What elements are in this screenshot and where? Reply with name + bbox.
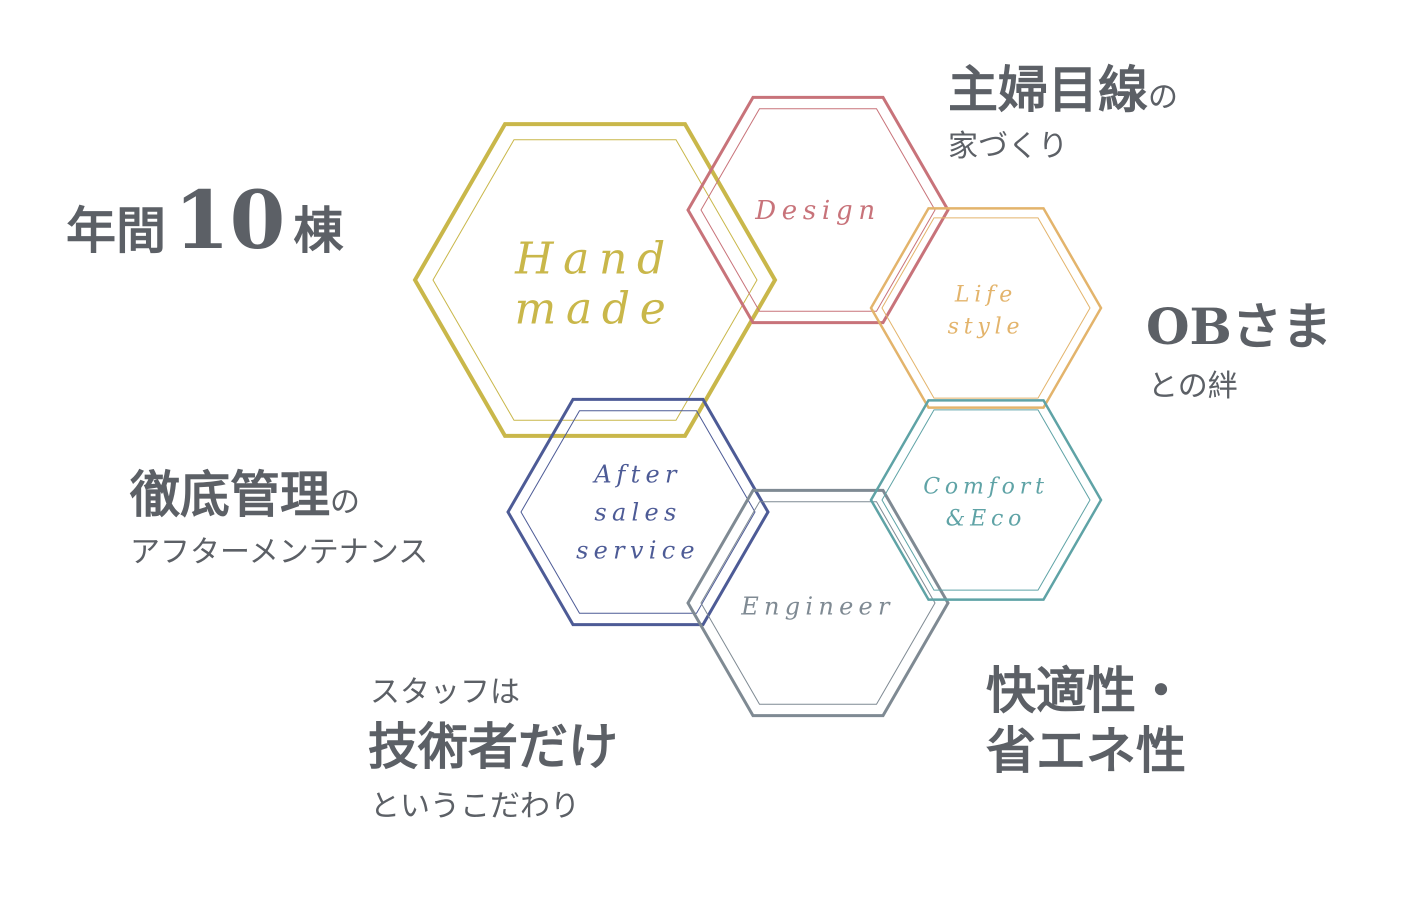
hexagon-engineer-outer [686,488,950,718]
hexagon-design-label: Design [754,196,881,226]
hexagon-engineer: Engineer [686,488,950,718]
annual-count-prefix: 年間 [66,201,166,260]
hexagon-lifestyle-outer [869,207,1103,409]
hexagon-lifestyle-label-line: Life [954,283,1017,308]
hexagon-aftersales-label-line: sales [594,498,681,526]
staff-title: 技術者だけ [368,717,618,776]
comfort-line2: 省エネ性 [986,721,1186,780]
maintenance-main: 徹底管理 [130,465,330,524]
hexagon-comforteco-label: Comfort&Eco [923,475,1049,532]
hexagon-lifestyle-label: Life style [948,283,1025,340]
hexagon-aftersales: After sales service [506,397,770,627]
housewife-perspective-title: 主婦目線の [948,65,1178,115]
hexagon-handmade-label-line: made [515,283,676,334]
ob-customers-sub: との絆 [1148,369,1238,404]
hexagon-comforteco: Comfort&Eco [869,399,1103,601]
housewife-perspective-sub: 家づくり [948,129,1068,164]
staff-sub: というこだわり [370,789,580,824]
ob-customers-title: OBさま [1146,297,1332,356]
hexagon-engineer-label-line: Engineer [740,592,895,620]
hexagon-aftersales-inner [520,410,756,614]
staff-top: スタッフは [370,675,520,710]
hexagon-design-inner [700,108,936,312]
hexagon-handmade-label-line: Hand [514,233,675,284]
hexagon-comforteco-label-line: Comfort [923,475,1049,500]
hexagon-comforteco-inner [881,409,1091,591]
hexagon-comforteco-label-line: &Eco [946,507,1027,532]
maintenance-title: 徹底管理の [130,470,360,520]
housewife-perspective-particle: の [1148,80,1178,115]
maintenance-particle: の [330,485,360,520]
hexagon-design-outer [686,95,950,325]
hexagon-aftersales-label-line: After [592,460,682,488]
hexagon-lifestyle-label-line: style [948,315,1025,340]
hexagon-handmade-outer [412,122,778,438]
hexagon-aftersales-outer [506,397,770,627]
hexagon-engineer-label: Engineer [740,592,895,620]
annual-count-number: 10 [174,173,286,267]
hexagon-lifestyle: Life style [869,207,1103,409]
comfort-line1: 快適性・ [986,661,1186,720]
hexagon-aftersales-label: After sales service [576,460,700,564]
housewife-perspective-main: 主婦目線 [948,60,1148,119]
hexagon-design-label-line: Design [754,196,881,226]
hexagon-aftersales-label-line: service [576,536,700,564]
hexagon-lifestyle-inner [881,217,1091,399]
hexagon-engineer-inner [700,501,936,705]
maintenance-sub: アフターメンテナンス [130,535,429,570]
hexagon-handmade-inner [432,139,758,421]
hexagon-comforteco-outer [869,399,1103,601]
annual-count-suffix: 棟 [293,201,344,260]
hexagon-design: Design [686,95,950,325]
